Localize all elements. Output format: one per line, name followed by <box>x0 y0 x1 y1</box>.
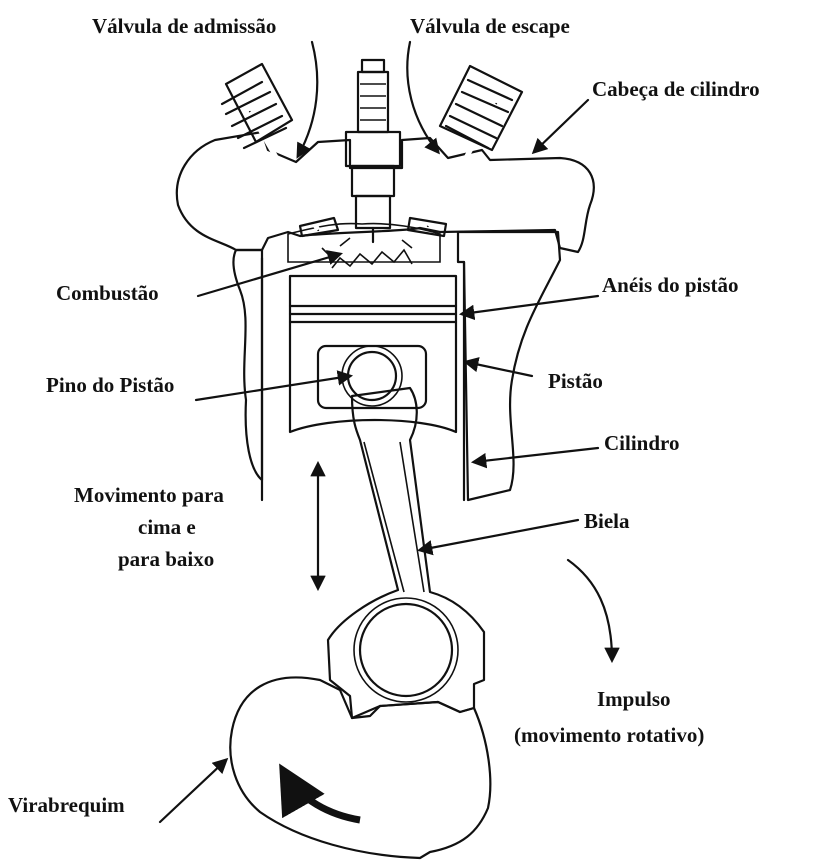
intake-valve <box>222 64 338 236</box>
label-movement-3: para baixo <box>118 547 214 571</box>
label-crankshaft: Virabrequim <box>8 793 125 817</box>
leader-piston-rings <box>462 296 598 314</box>
exhaust-valve <box>408 66 522 236</box>
leader-cylinder-head <box>534 100 588 152</box>
label-piston-pin: Pino do Pistão <box>46 373 174 397</box>
label-piston-rings: Anéis do pistão <box>602 273 739 297</box>
leader-crankshaft <box>160 760 226 822</box>
label-combustion: Combustão <box>56 281 159 305</box>
crank-journal <box>360 604 452 696</box>
piston <box>290 276 456 432</box>
label-exhaust-valve: Válvula de escape <box>410 14 570 38</box>
cylinder-wall-right <box>458 232 560 500</box>
combustion-flame-lines <box>322 238 412 268</box>
impulse-arrow <box>568 560 612 660</box>
label-connecting-rod: Biela <box>584 509 630 533</box>
cylinder-head <box>177 132 594 252</box>
leader-intake-valve <box>298 42 317 156</box>
label-impulse-2: (movimento rotativo) <box>514 723 704 747</box>
crankshaft <box>230 677 490 858</box>
label-impulse-1: Impulso <box>597 687 671 711</box>
connecting-rod <box>328 388 484 718</box>
leader-connecting-rod <box>420 520 578 550</box>
leader-piston <box>466 362 532 376</box>
label-cylinder: Cilindro <box>604 431 679 455</box>
leader-cylinder <box>474 448 598 462</box>
rotation-arrow <box>284 772 360 820</box>
label-piston: Pistão <box>548 369 603 393</box>
spark-plug <box>346 60 400 242</box>
leader-exhaust-valve <box>407 42 438 152</box>
label-intake-valve: Válvula de admissão <box>92 14 276 38</box>
label-movement-1: Movimento para <box>74 483 224 507</box>
label-movement-2: cima e <box>138 515 196 539</box>
leader-piston-pin <box>196 376 350 400</box>
label-cylinder-head: Cabeça de cilindro <box>592 77 760 101</box>
